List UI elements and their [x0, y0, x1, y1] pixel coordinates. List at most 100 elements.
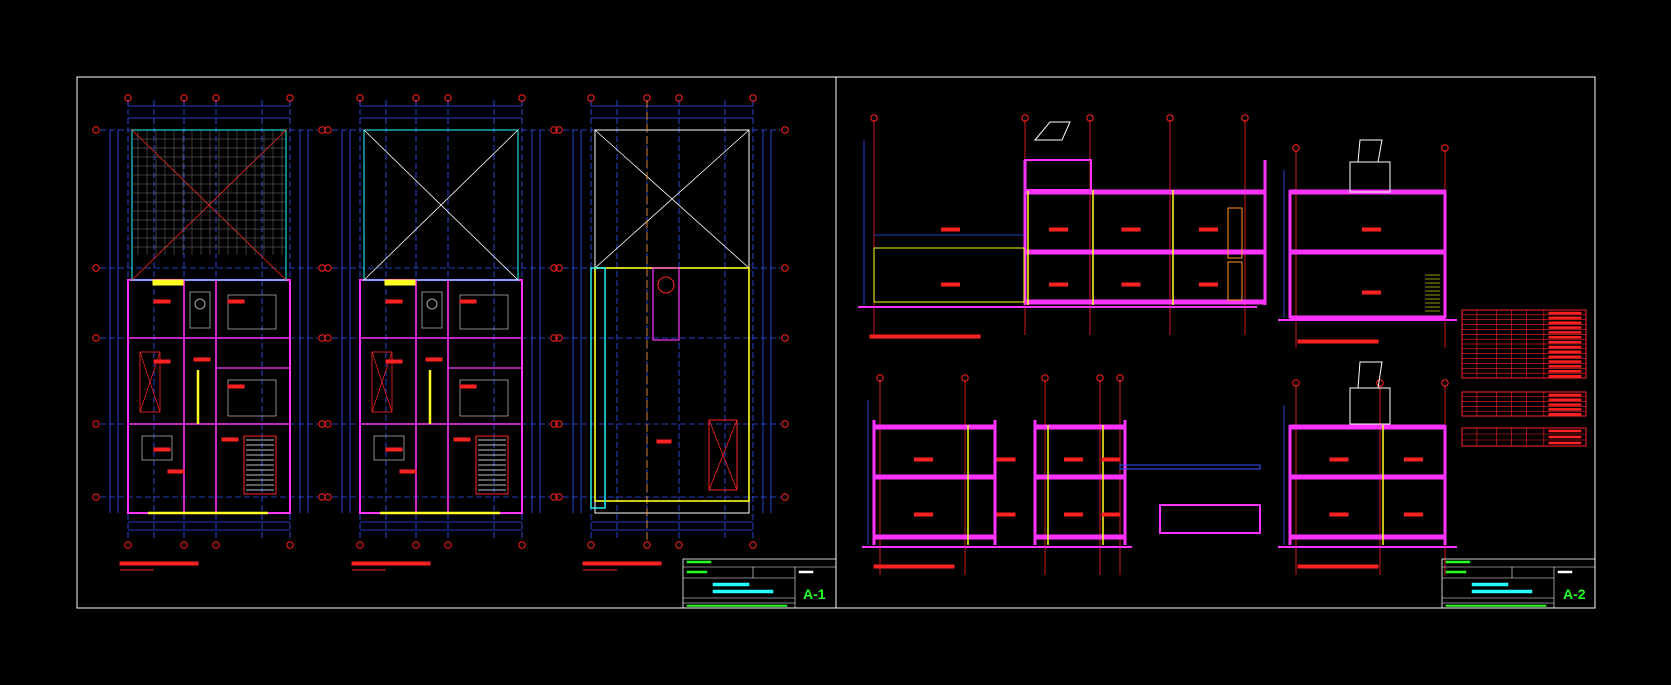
section-title-mark	[1297, 339, 1379, 344]
table-cell-text	[1548, 360, 1582, 363]
room-label-mark	[153, 447, 171, 452]
sheet-frame-a2	[835, 76, 1596, 609]
axis-bubble	[124, 94, 132, 102]
table-cell-text	[1548, 350, 1582, 354]
transverse-section-d	[1278, 361, 1457, 575]
table-cell-text	[1548, 374, 1582, 378]
table-cell-text	[1548, 355, 1582, 358]
patio-outline	[131, 129, 287, 281]
axis-bubble	[1292, 144, 1300, 152]
title-block-text	[1471, 589, 1533, 594]
section-title-mark	[869, 334, 981, 339]
axis-bubble	[180, 541, 188, 549]
room-label-mark	[914, 457, 933, 462]
axis-bubble	[1292, 379, 1300, 387]
room-label-mark	[941, 227, 960, 232]
table-cell-text	[1548, 403, 1582, 406]
table-cell-text	[1548, 336, 1582, 339]
title-block-text	[1471, 582, 1509, 587]
bed-furniture	[459, 379, 509, 417]
axis-bubble	[781, 420, 789, 428]
floor-slab	[1289, 424, 1446, 430]
axis-bubble	[444, 541, 452, 549]
axis-bubble	[124, 541, 132, 549]
room-label-mark	[453, 437, 471, 442]
room-label-mark	[996, 512, 1016, 517]
chimney-vent	[1357, 361, 1383, 389]
table-cell-text	[1548, 321, 1582, 324]
floor-slab	[1289, 249, 1446, 255]
table-furniture	[141, 435, 173, 461]
room-label-mark	[193, 357, 211, 362]
room-label-mark	[1121, 282, 1141, 287]
light-well-cross	[371, 351, 393, 413]
patio-outline	[363, 129, 519, 281]
bed-furniture	[227, 379, 277, 417]
bed-furniture	[227, 294, 277, 330]
room-label-mark	[227, 384, 245, 389]
section-title-mark	[873, 564, 955, 569]
table-cell-text	[1548, 316, 1582, 320]
roof-plan	[555, 94, 789, 571]
void-cross	[363, 129, 519, 281]
axis-bubble	[356, 94, 364, 102]
upper-floor-plan	[324, 94, 558, 571]
room-label-mark	[1101, 512, 1121, 517]
axis-bubble	[675, 94, 683, 102]
section-title-mark	[1297, 564, 1379, 569]
plan-title-mark	[351, 561, 431, 566]
axis-bubble	[1441, 144, 1449, 152]
axis-bubble	[518, 541, 526, 549]
axis-bubble	[286, 94, 294, 102]
longitudinal-section-b	[862, 374, 1261, 575]
axis-bubble	[92, 264, 100, 272]
room-label-mark	[153, 359, 171, 364]
axis-bubble	[92, 126, 100, 134]
axis-bubble	[550, 264, 558, 272]
axis-bubble	[643, 541, 651, 549]
axis-bubble	[412, 541, 420, 549]
axis-bubble	[324, 493, 332, 501]
schedule-tables	[1461, 309, 1587, 447]
room-label-mark	[1064, 457, 1083, 462]
axis-bubble	[286, 541, 294, 549]
room-label-mark	[385, 447, 403, 452]
table-cell-text	[1548, 331, 1582, 334]
title-block-border	[682, 558, 837, 609]
room-label-mark	[425, 357, 443, 362]
roof-skylight	[708, 419, 738, 491]
table-cell-text	[1548, 398, 1582, 402]
ground-floor-plan	[92, 94, 326, 571]
table-cell-text	[1548, 412, 1582, 416]
floor-slab	[1289, 474, 1446, 480]
table-cell-text	[1548, 408, 1582, 411]
floor-plans	[92, 94, 789, 571]
axis-bubble	[412, 94, 420, 102]
water-tank	[657, 276, 675, 294]
toilet-fixture	[426, 298, 438, 310]
window	[152, 279, 184, 286]
axis-bubble	[212, 94, 220, 102]
axis-bubble	[587, 94, 595, 102]
room-label-mark	[153, 299, 171, 304]
door-schedule-table	[1461, 309, 1587, 379]
axis-bubble	[212, 541, 220, 549]
title-block-text	[712, 589, 774, 594]
axis-bubble	[555, 264, 563, 272]
title-blocks	[682, 558, 1596, 609]
bathroom-fixture	[421, 291, 443, 329]
chimney-vent	[1357, 139, 1383, 163]
axis-bubble	[356, 541, 364, 549]
window	[384, 279, 416, 286]
table-cell-text	[1548, 429, 1582, 433]
axis-bubble	[1166, 114, 1174, 122]
axis-bubble	[781, 493, 789, 501]
axis-bubble	[92, 420, 100, 428]
axis-bubble	[1376, 379, 1384, 387]
skylight-cross	[708, 419, 738, 491]
axis-bubble	[324, 334, 332, 342]
room-label-mark	[1049, 282, 1068, 287]
room-label-mark	[1101, 457, 1121, 462]
table-cell-text	[1548, 441, 1582, 445]
table-cell-text	[1548, 365, 1582, 368]
